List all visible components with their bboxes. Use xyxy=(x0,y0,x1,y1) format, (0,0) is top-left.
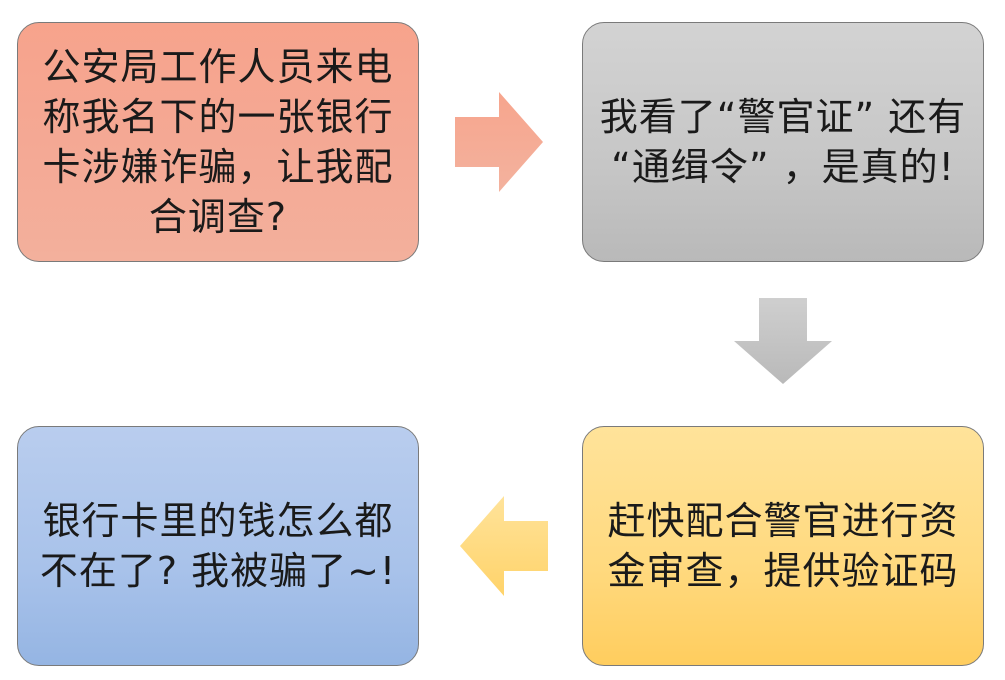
step-text-4: 银行卡里的钱怎么都 不在了? 我被骗了~! xyxy=(39,499,397,593)
arrow-right-icon xyxy=(455,92,543,192)
step-box-3: 赶快配合警官进行资 金审查，提供验证码 xyxy=(582,426,984,666)
arrow-left-icon xyxy=(460,496,548,596)
step-text-2: 我看了“警官证” 还有 “通缉令” ，是真的! xyxy=(599,95,967,189)
step-box-2: 我看了“警官证” 还有 “通缉令” ，是真的! xyxy=(582,22,984,262)
step-text-3: 赶快配合警官进行资 金审查，提供验证码 xyxy=(607,499,959,593)
step-box-4: 银行卡里的钱怎么都 不在了? 我被骗了~! xyxy=(17,426,419,666)
step-box-1: 公安局工作人员来电 称我名下的一张银行 卡涉嫌诈骗，让我配 合调查? xyxy=(17,22,419,262)
arrow-down-icon xyxy=(734,298,832,384)
step-text-1: 公安局工作人员来电 称我名下的一张银行 卡涉嫌诈骗，让我配 合调查? xyxy=(42,45,394,239)
